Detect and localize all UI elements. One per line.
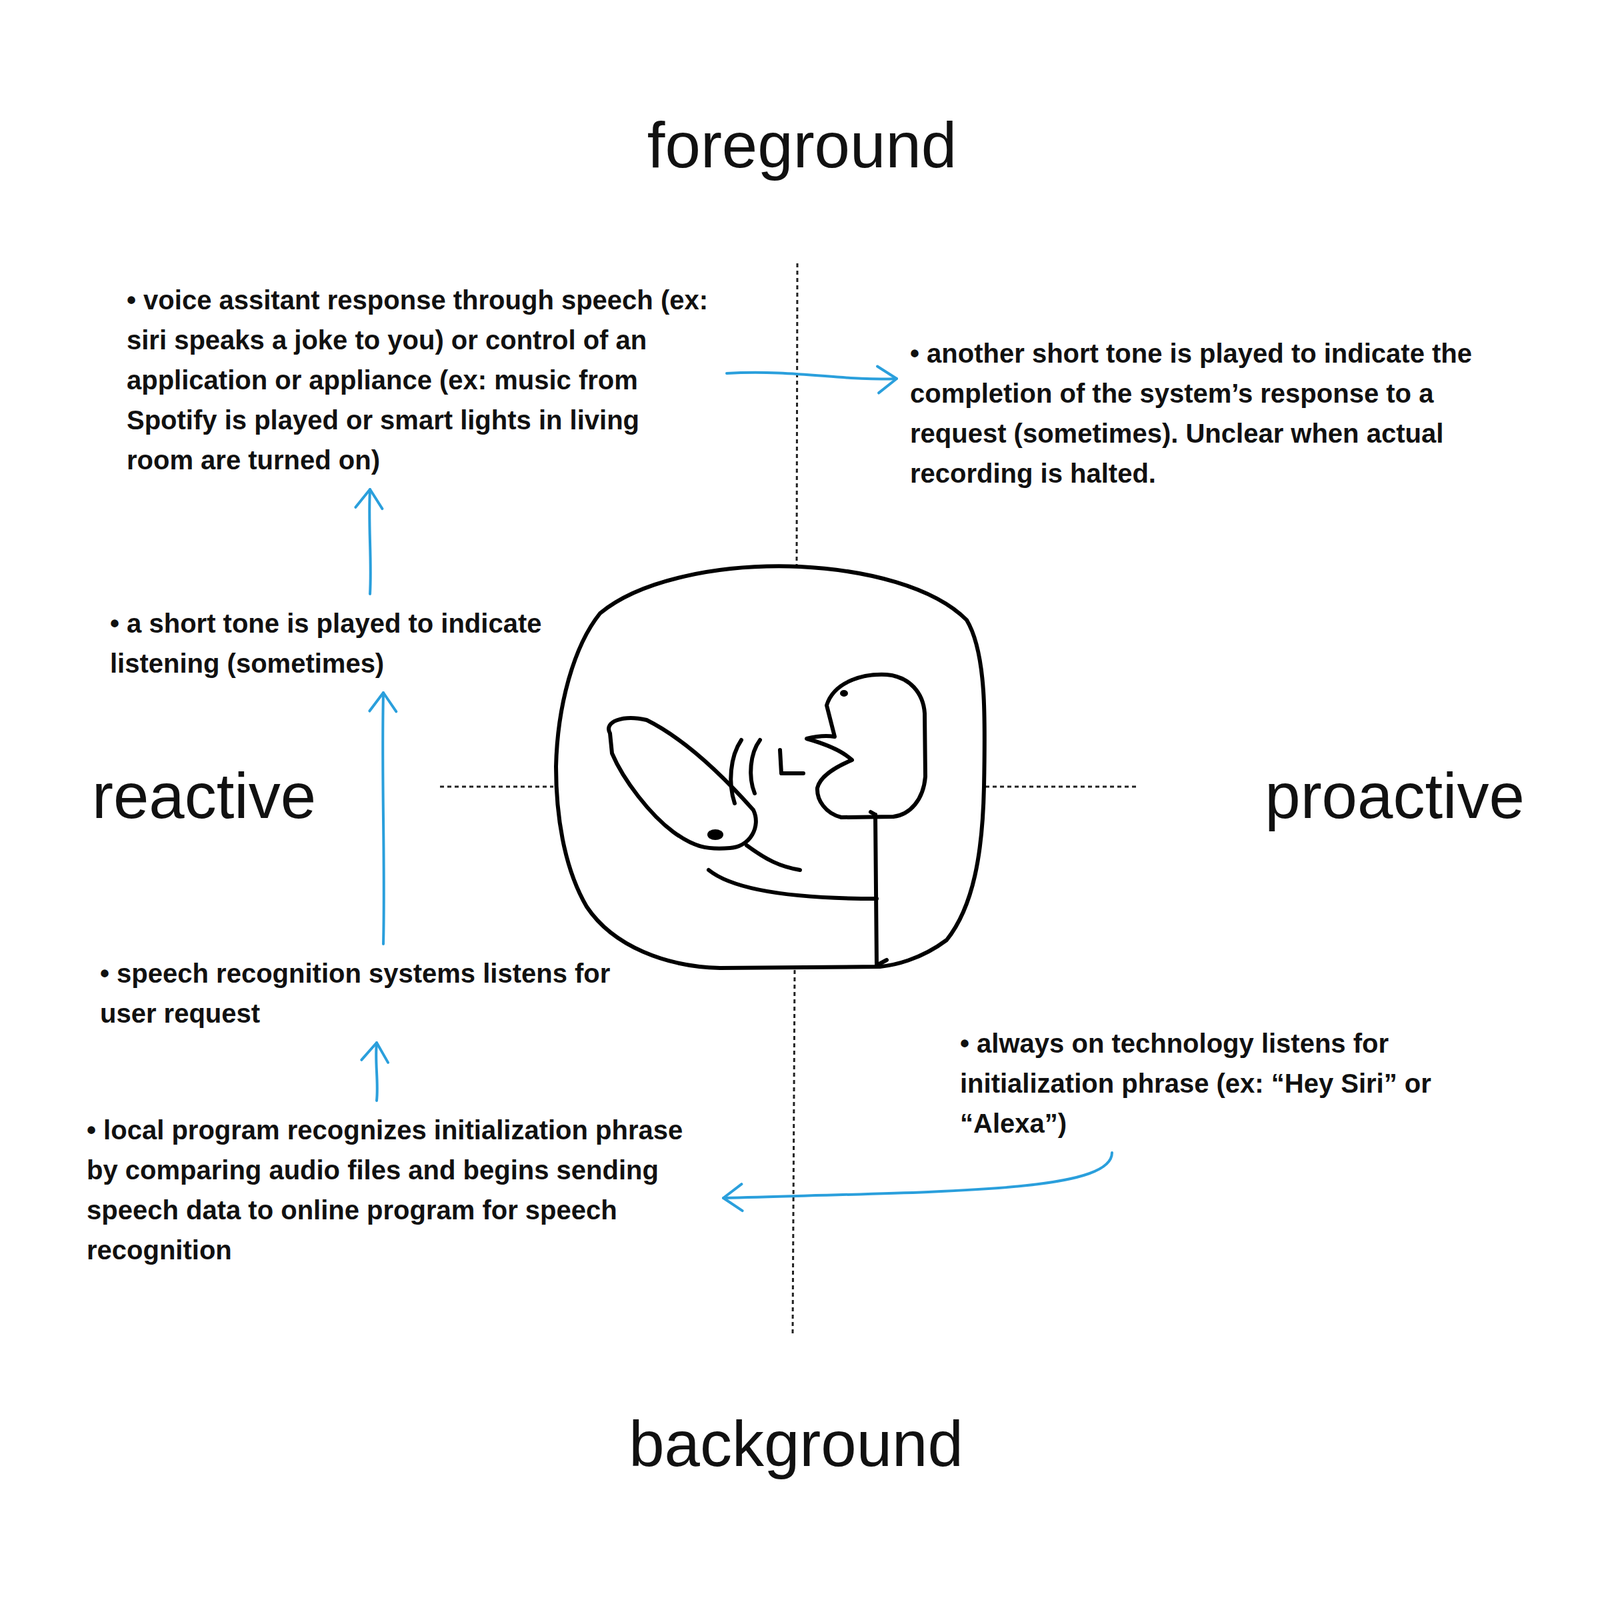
text-node: • always on technology listens for initi… bbox=[960, 1023, 1467, 1144]
arrow-stroke bbox=[877, 366, 897, 393]
axis-label: proactive bbox=[1260, 759, 1529, 833]
text-node: • voice assitant response through speech… bbox=[126, 280, 714, 480]
step-text: • local program recognizes initializatio… bbox=[86, 1110, 707, 1270]
arrow-stroke bbox=[376, 1042, 378, 1101]
step-text: • voice assitant response through speech… bbox=[126, 280, 714, 480]
text-node: • another short tone is played to indica… bbox=[910, 333, 1524, 494]
arrow-stroke bbox=[723, 1184, 743, 1211]
arrow-stroke bbox=[726, 372, 897, 380]
flow-arrow bbox=[723, 1152, 1112, 1211]
step-text: • speech recognition systems listens for… bbox=[100, 953, 634, 1034]
arrow-stroke bbox=[361, 1042, 388, 1063]
flow-arrow bbox=[726, 366, 897, 393]
flow-arrow bbox=[355, 489, 382, 594]
text-node: • a short tone is played to indicate lis… bbox=[110, 603, 577, 684]
arrow-stroke bbox=[382, 692, 384, 944]
arrow-stroke bbox=[723, 1152, 1112, 1198]
axis-label: background bbox=[624, 1407, 968, 1481]
step-text: • another short tone is played to indica… bbox=[910, 333, 1524, 494]
arrow-stroke bbox=[369, 692, 396, 712]
axis-label: foreground bbox=[643, 108, 961, 182]
step-text: • a short tone is played to indicate lis… bbox=[110, 603, 577, 684]
flow-arrow bbox=[369, 692, 396, 944]
arrow-stroke bbox=[355, 489, 382, 509]
eye-dot bbox=[840, 690, 848, 697]
phone-button bbox=[707, 829, 724, 840]
voice-user-icon bbox=[556, 566, 985, 968]
flow-arrow bbox=[361, 1042, 388, 1101]
text-node: • local program recognizes initializatio… bbox=[86, 1110, 707, 1270]
axis-label: reactive bbox=[88, 759, 320, 833]
step-text: • always on technology listens for initi… bbox=[960, 1023, 1467, 1144]
arrow-stroke bbox=[369, 489, 371, 594]
text-node: • speech recognition systems listens for… bbox=[100, 953, 634, 1034]
